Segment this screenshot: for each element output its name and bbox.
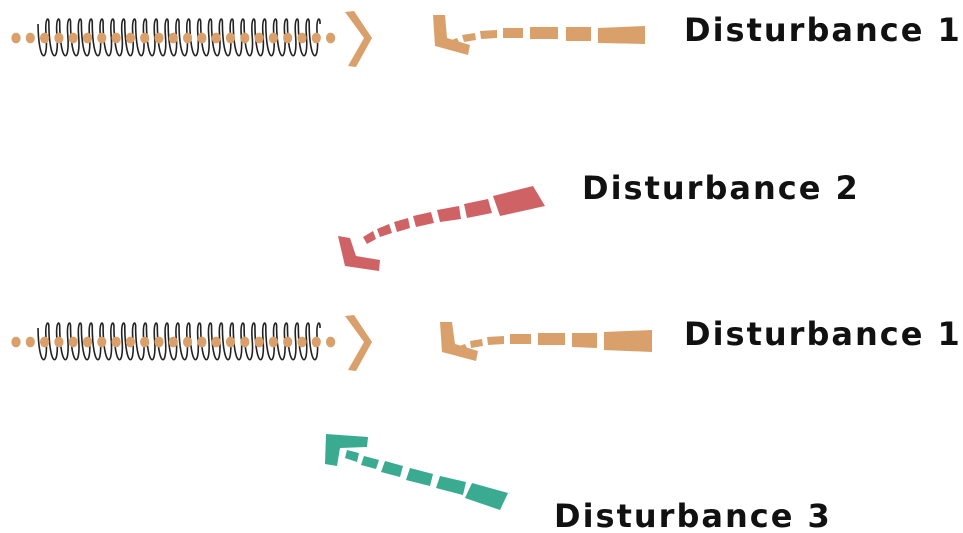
spring-dot	[125, 32, 135, 44]
arrow-segment	[413, 212, 434, 227]
arrow-segment	[510, 334, 531, 344]
arrow-head	[433, 15, 470, 55]
spring-dot	[197, 32, 207, 44]
arrow-segment	[345, 450, 359, 462]
arrow-segment	[377, 224, 392, 237]
spring-dot	[111, 336, 121, 348]
spring-dot	[168, 32, 178, 44]
spring-dot	[68, 336, 78, 348]
spring-dot	[311, 336, 321, 348]
spring-dot	[125, 336, 135, 348]
arrow-head	[325, 434, 368, 466]
spring-dot	[40, 336, 50, 348]
arrow-segment	[361, 456, 379, 469]
arrow-segment	[604, 330, 652, 352]
arrow-segment	[462, 33, 476, 42]
arrow-segment	[465, 483, 508, 510]
spring-dot	[211, 336, 221, 348]
arrow-segment	[470, 339, 483, 348]
arrow-segment	[406, 468, 433, 486]
spring-coil	[37, 322, 321, 361]
spring-dot	[297, 32, 307, 44]
spring-dot	[183, 336, 193, 348]
arrow-segment	[487, 336, 504, 345]
arrow-segment	[381, 461, 403, 477]
disturbance-2-arrow	[338, 186, 545, 271]
arrow-segment	[437, 206, 461, 222]
arrow-segment	[464, 199, 492, 218]
spring-dot	[97, 32, 107, 44]
arrow-segment	[572, 333, 597, 348]
arrow-segment	[480, 30, 497, 39]
disturbance-3-arrow	[325, 434, 508, 510]
spring-dot	[54, 336, 64, 348]
spring-dot	[254, 336, 264, 348]
spring-dot	[326, 336, 336, 348]
spring-dot	[97, 336, 107, 348]
spring-coil	[37, 18, 321, 57]
spring-dot	[82, 336, 93, 348]
spring-top	[11, 11, 372, 67]
label-disturbance-1-top: Disturbance 1	[684, 11, 962, 49]
disturbance-1-bottom-arrow	[440, 322, 652, 361]
arrow-head	[338, 236, 380, 271]
spring-dot	[240, 32, 250, 44]
label-disturbance-3: Disturbance 3	[554, 497, 832, 533]
arrow-segment	[436, 476, 466, 495]
spring-dot	[82, 32, 93, 44]
spring-dot	[240, 336, 250, 348]
spring-dot	[168, 336, 178, 348]
spring-dot	[225, 32, 236, 44]
arrow-segment	[598, 26, 645, 44]
spring-end-chevron	[345, 315, 372, 371]
spring-dot	[25, 336, 35, 348]
spring-dot	[140, 32, 150, 44]
spring-dot	[11, 336, 21, 348]
label-disturbance-2: Disturbance 2	[582, 169, 860, 207]
spring-dot	[268, 336, 278, 348]
spring-dot	[140, 336, 150, 348]
spring-dot	[183, 32, 193, 44]
label-disturbance-1-bottom: Disturbance 1	[684, 315, 962, 353]
spring-dot	[225, 336, 236, 348]
spring-end-chevron	[345, 11, 372, 67]
spring-dot	[11, 32, 21, 44]
spring-dot	[197, 336, 207, 348]
spring-dot	[254, 32, 264, 44]
spring-dot	[211, 32, 221, 44]
spring-dot	[311, 32, 321, 44]
spring-dot	[68, 32, 78, 44]
spring-dot	[154, 336, 164, 348]
spring-dot	[154, 32, 164, 44]
arrow-segment	[503, 28, 523, 38]
spring-dot	[25, 32, 35, 44]
spring-dot	[283, 32, 293, 44]
disturbance-1-top-arrow	[433, 15, 645, 55]
spring-dot	[326, 32, 336, 44]
arrow-segment	[394, 218, 410, 232]
arrow-segment	[566, 27, 591, 41]
spring-dot	[111, 32, 121, 44]
spring-dot	[268, 32, 278, 44]
spring-dot	[40, 32, 50, 44]
arrow-segment	[363, 231, 376, 244]
spring-dot	[283, 336, 293, 348]
arrow-segment	[538, 333, 565, 345]
spring-bottom	[11, 315, 372, 371]
arrow-segment	[493, 186, 545, 216]
arrow-head	[440, 322, 478, 361]
arrow-segment	[530, 27, 558, 39]
spring-dot	[297, 336, 307, 348]
spring-dot	[54, 32, 64, 44]
